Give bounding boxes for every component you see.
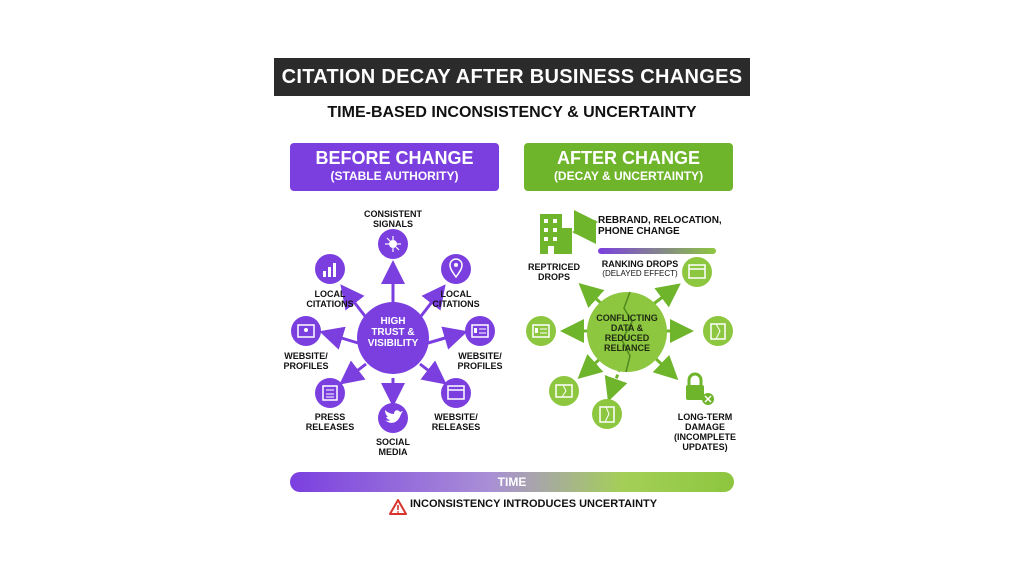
warning-icon <box>389 499 407 515</box>
label-rebrand: REBRAND, RELOCATION, PHONE CHANGE <box>598 215 722 237</box>
broken-document-icon <box>703 316 733 346</box>
label-website-profiles-right: WEBSITE/ PROFILES <box>457 351 503 371</box>
dashed-spoke <box>604 367 628 402</box>
hub-line: REDUCED <box>604 333 650 343</box>
label-social-media: SOCIAL MEDIA <box>375 437 410 457</box>
after-subheading: (DECAY & UNCERTAINTY) <box>553 169 704 183</box>
network-icon <box>378 229 408 259</box>
profile-window-icon <box>291 316 321 346</box>
label-local-citations-left: LOCAL CITATIONS <box>306 289 354 309</box>
page-subtitle: TIME-BASED INCONSISTENCY & UNCERTAINTY <box>327 104 697 121</box>
trust-hub <box>357 302 429 374</box>
newspaper-icon <box>315 378 345 408</box>
after-spokes <box>560 282 694 381</box>
before-heading: BEFORE CHANGE <box>315 148 474 168</box>
hub-line: RELIANCE <box>603 343 650 353</box>
hub-crack <box>621 291 633 373</box>
hub-line: CONFLICTING <box>596 313 658 323</box>
label-website-profiles-left: WEBSITE/ PROFILES <box>283 351 329 371</box>
label-long-term-damage: LONG-TERM DAMAGE (INCOMPLETE UPDATES) <box>674 412 736 452</box>
hub-line: TRUST & <box>371 327 415 338</box>
page-title: CITATION DECAY AFTER BUSINESS CHANGES <box>274 58 750 96</box>
label-ranking-drops: RANKING DROPS <box>601 259 679 269</box>
time-bar: TIME <box>290 472 734 492</box>
after-heading: AFTER CHANGE <box>557 148 700 168</box>
hub-line: HIGH <box>380 316 406 327</box>
before-spokes <box>319 260 468 407</box>
label-press-releases: PRESS RELEASES <box>305 412 355 432</box>
lock-icon <box>686 372 714 405</box>
before-subheading: (STABLE AUTHORITY) <box>330 169 459 183</box>
before-change-header: BEFORE CHANGE (STABLE AUTHORITY) <box>290 143 499 191</box>
hub-line: DATA & <box>610 323 644 333</box>
hub-line: VISIBILITY <box>367 338 419 349</box>
label-website-releases: WEBSITE/ RELEASES <box>431 412 481 432</box>
building-icon <box>540 214 572 254</box>
broken-card-icon <box>549 376 579 406</box>
profile-card-icon <box>526 316 556 346</box>
label-repriced-drops: REPTRICED DROPS <box>527 262 580 282</box>
label-consistent-signals: CONSISTENT SIGNALS <box>363 209 422 229</box>
ranking-trend-bar <box>598 248 716 254</box>
warning-text: INCONSISTENCY INTRODUCES UNCERTAINTY <box>410 498 658 510</box>
bird-icon <box>378 403 408 433</box>
map-pin-icon <box>441 254 471 284</box>
trust-hub-label: HIGH TRUST & VISIBILITY <box>357 316 429 349</box>
change-arrows <box>572 210 598 244</box>
profile-card-icon <box>465 316 495 346</box>
conflict-hub-label: CONFLICTING DATA & REDUCED RELIANCE <box>588 313 666 353</box>
after-change-header: AFTER CHANGE (DECAY & UNCERTAINTY) <box>524 143 733 191</box>
broken-page-icon <box>592 399 622 429</box>
browser-window-icon <box>441 378 471 408</box>
bar-chart-icon <box>315 254 345 284</box>
label-local-citations-right: LOCAL CITATIONS <box>432 289 480 309</box>
label-delayed-effect: (DELAYED EFFECT) <box>602 269 678 278</box>
browser-cursor-icon <box>682 257 712 287</box>
